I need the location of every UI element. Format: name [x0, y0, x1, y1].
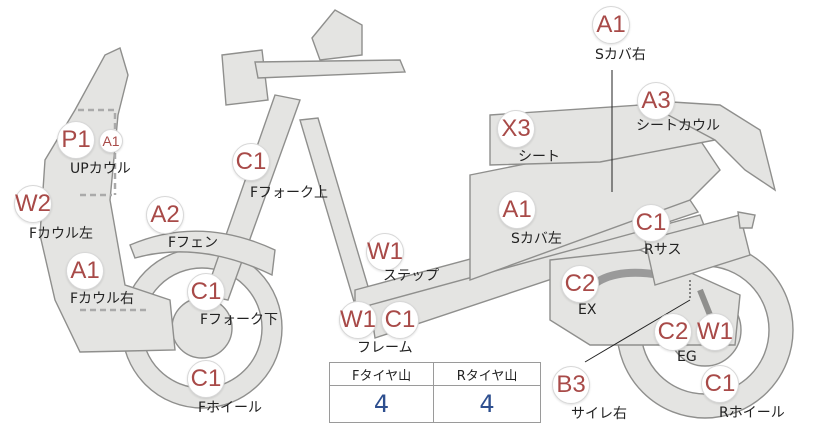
exhaust-label: EX: [578, 302, 597, 318]
s-cover-left-code: A1: [498, 191, 536, 229]
r-suspension-code: C1: [632, 204, 670, 242]
rear-tire-header: Rタイヤ山: [433, 362, 541, 386]
seat-code: X3: [497, 110, 535, 148]
s-cover-right-label: Sカバ右: [595, 47, 646, 63]
frame-tube: [299, 117, 373, 306]
engine-code-2: W1: [696, 313, 734, 351]
f-cowl-left-code: W2: [14, 185, 52, 223]
seat-cowl: [639, 99, 777, 192]
engine-code-1: C2: [654, 313, 692, 351]
frame-code-1: W1: [339, 301, 377, 339]
up-cowl-code-small: A1: [99, 129, 123, 153]
front-fender: [129, 230, 276, 277]
r-suspension-label: Rサス: [644, 242, 682, 258]
f-fork-lower-label: Fフォーク下: [200, 312, 279, 328]
f-fork-lower-code: C1: [187, 273, 225, 311]
r-wheel-label: Rホイール: [719, 405, 785, 421]
f-cowl-right-label: Fカウル右: [70, 291, 135, 307]
rear-suspension: [644, 214, 751, 286]
f-fender-code: A2: [146, 196, 184, 234]
front-tire-header: Fタイヤ山: [328, 362, 435, 386]
s-cover-left-label: Sカバ左: [511, 231, 562, 247]
f-fork-upper-label: Fフォーク上: [250, 185, 329, 201]
up-cowl-label: UPカウル: [70, 161, 131, 177]
silencer-right-label: サイレ右: [571, 406, 627, 422]
silencer-right-code: B3: [552, 366, 590, 404]
handle-mirror: [311, 9, 363, 61]
up-cowl-code: P1: [57, 121, 95, 159]
handlebar: [254, 59, 407, 79]
engine-label: EG: [677, 349, 697, 365]
f-wheel-code: C1: [187, 360, 225, 398]
r-wheel-code: C1: [701, 365, 739, 403]
front-wheel: [121, 247, 283, 409]
seat-label: シート: [518, 149, 560, 165]
seat-cowl-label: シートカウル: [636, 118, 720, 134]
step-label: ステップ: [383, 268, 439, 284]
s-cover-right-code: A1: [592, 6, 630, 44]
f-wheel-label: Fホイール: [198, 400, 263, 416]
tire-tread-table: Fタイヤ山 Rタイヤ山 4 4: [328, 362, 541, 423]
seat-cowl-code: A3: [637, 82, 675, 120]
f-cowl-right-code: A1: [66, 252, 104, 290]
frame-label: フレーム: [357, 340, 413, 356]
f-fork-upper-code: C1: [232, 143, 270, 181]
f-cowl-left-label: Fカウル左: [29, 226, 94, 242]
f-fender-label: Fフェン: [168, 235, 219, 251]
rear-tire-value: 4: [433, 385, 541, 423]
frame-code-2: C1: [381, 301, 419, 339]
exhaust-code: C2: [561, 265, 599, 303]
step-code: W1: [366, 233, 404, 271]
front-tire-value: 4: [328, 385, 435, 423]
